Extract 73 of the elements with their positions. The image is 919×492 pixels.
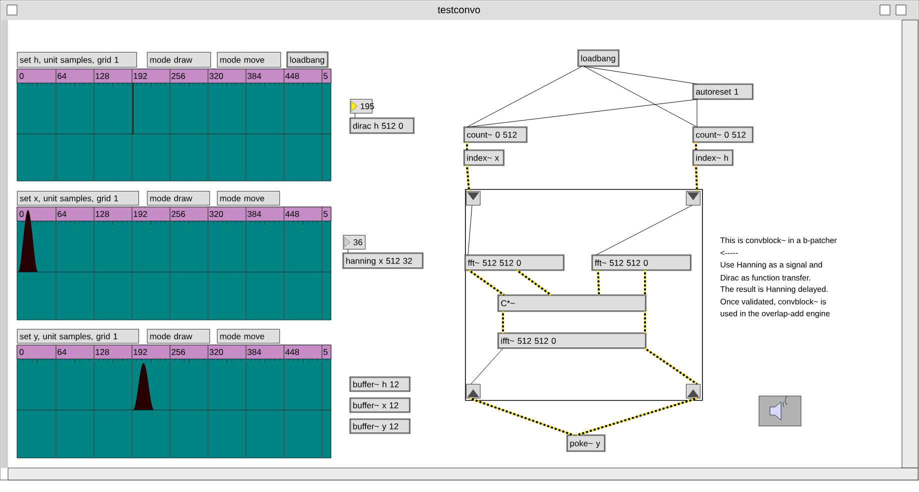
patch-cord xyxy=(596,205,692,256)
ruler-number: 192 xyxy=(134,73,147,79)
object-box: ifft~ 512 512 0 xyxy=(498,332,646,349)
patch-cord xyxy=(466,142,468,150)
inlet-box xyxy=(686,191,700,206)
patch-cord xyxy=(354,113,356,118)
message-box: set h, unit samples, grid 1 xyxy=(17,52,137,68)
ruler-number: 192 xyxy=(134,211,147,217)
ruler-number: 448 xyxy=(285,349,300,355)
patch-cord xyxy=(584,66,698,84)
object-box: C*~ xyxy=(498,294,646,312)
comment-text: Use Hanning as a signal and xyxy=(720,262,822,270)
object-box: loadbang xyxy=(286,52,328,68)
ruler-number: 448 xyxy=(285,211,300,217)
comment-text: Dirac as function transfer. xyxy=(720,274,810,281)
message-box: mode move xyxy=(217,52,281,68)
comment-text: <----- xyxy=(720,250,738,255)
ruler-number: 320 xyxy=(210,349,224,355)
object-box: autoreset 1 xyxy=(692,84,754,100)
comment-text: The result is Hanning delayed. xyxy=(720,286,828,294)
message-box: mode draw xyxy=(147,191,210,206)
object-box: fft~ 512 512 0 xyxy=(464,254,564,271)
object-box: index~ x xyxy=(464,150,504,166)
comment-text: This is convblock~ in a b-patcher xyxy=(720,237,837,245)
message-box: set y, unit samples, grid 1 xyxy=(17,329,139,344)
message-box: mode draw xyxy=(147,329,210,344)
message-box: mode move xyxy=(217,191,280,206)
patch-cord xyxy=(695,142,697,150)
ruler-number: 320 xyxy=(210,73,224,79)
patch-cord xyxy=(468,99,698,128)
patch-cord xyxy=(516,270,552,296)
outlet-box xyxy=(466,384,480,398)
patch-cord xyxy=(644,270,646,295)
patch-cord xyxy=(695,165,698,192)
ruler-number: 5 xyxy=(324,349,328,355)
object-box: buffer~ h 12 xyxy=(350,376,410,392)
ruler-number: 320 xyxy=(210,211,224,217)
object-box: buffer~ y 12 xyxy=(350,418,410,434)
window-title: testconvo xyxy=(432,3,486,17)
patch-cord xyxy=(470,348,504,384)
object-box: dirac h 512 0 xyxy=(350,118,414,134)
outlet-box xyxy=(686,384,700,398)
object-box: loadbang xyxy=(578,50,620,67)
object-box: count~ 0 512 xyxy=(692,126,754,143)
object-box: buffer~ x 12 xyxy=(350,398,410,413)
patch-cord xyxy=(576,397,698,436)
bpatcher-frame xyxy=(465,189,703,401)
ruler-number: 5 xyxy=(324,211,328,217)
inlet-box xyxy=(466,191,480,206)
object-box: fft~ 512 512 0 xyxy=(592,254,692,271)
patch-cord xyxy=(470,397,574,436)
ruler-number: 192 xyxy=(134,349,147,355)
patch-cord xyxy=(466,66,582,128)
message-box: mode draw xyxy=(147,52,211,68)
patch-cord xyxy=(644,348,698,385)
patch-cord xyxy=(466,165,470,192)
comment-text: used in the overlap-add engine xyxy=(720,310,830,318)
object-box: poke~ y xyxy=(566,434,606,452)
object-box: count~ 0 512 xyxy=(464,126,528,143)
object-box: hanning x 512 32 xyxy=(342,252,424,269)
message-box: mode move xyxy=(217,329,280,344)
patch-cord xyxy=(597,270,600,296)
comment-text: Once validated, convblock~ is xyxy=(720,298,826,306)
number-box: 36 xyxy=(343,235,366,250)
patch-cord xyxy=(696,99,698,128)
patch-cord xyxy=(644,311,646,333)
message-box: set x, unit samples, grid 1 xyxy=(17,191,139,206)
patch-cord xyxy=(584,66,698,128)
patch-cord xyxy=(468,205,472,256)
patch-cord xyxy=(468,270,505,296)
ruler-number: 448 xyxy=(285,73,300,79)
object-box: index~ h xyxy=(692,150,734,166)
patch-cord xyxy=(502,311,504,333)
